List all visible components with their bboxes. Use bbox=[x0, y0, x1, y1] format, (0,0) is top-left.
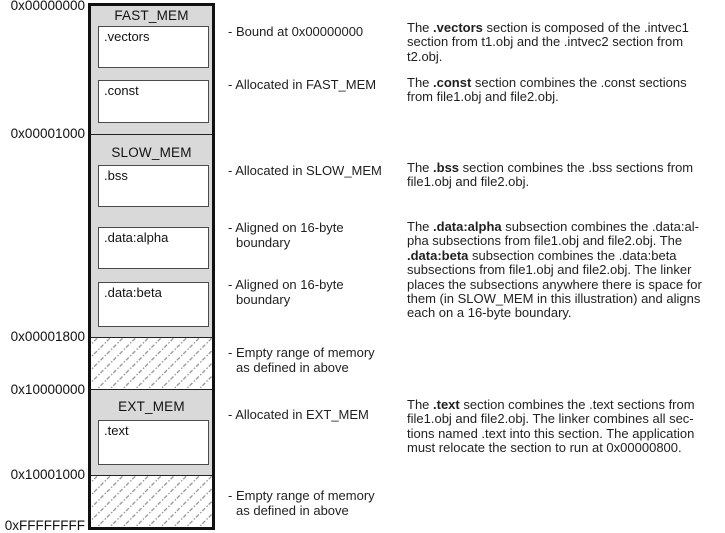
note-aligned-16-byte: - Aligned on 16-byte boundary bbox=[228, 277, 344, 307]
paragraph-bss: The .bss section combines the .bss secti… bbox=[407, 160, 694, 190]
paragraph-text-section: The .text section combines the .text sec… bbox=[407, 397, 695, 456]
note-bound-address: - Bound at 0x00000000 bbox=[228, 24, 364, 39]
empty-memory-hatch bbox=[91, 475, 212, 527]
section-box-data-beta: .data:beta bbox=[98, 282, 209, 327]
address-label: 0x00000000 bbox=[10, 0, 85, 13]
address-label: 0x10000000 bbox=[10, 382, 85, 397]
hatch-pattern bbox=[91, 476, 212, 527]
note-allocated-slow-mem: - Allocated in SLOW_MEM bbox=[228, 163, 382, 178]
address-label: 0x10001000 bbox=[10, 467, 85, 482]
region-title-slow-mem: SLOW_MEM bbox=[111, 145, 192, 160]
section-box-vectors: .vectors bbox=[98, 26, 209, 68]
region-title-fast-mem: FAST_MEM bbox=[114, 8, 189, 23]
memory-map: FAST_MEM SLOW_MEM EXT_MEM bbox=[88, 3, 215, 530]
note-empty-range: - Empty range of memory as defined in ab… bbox=[228, 488, 375, 518]
paragraph-const: The .const section combines the .const s… bbox=[407, 75, 687, 105]
paragraph-vectors: The .vectors section is composed of the … bbox=[407, 20, 689, 64]
section-box-const: .const bbox=[98, 80, 209, 123]
note-allocated-ext-mem: - Allocated in EXT_MEM bbox=[228, 407, 369, 422]
note-allocated-fast-mem: - Allocated in FAST_MEM bbox=[228, 77, 377, 92]
hatch-pattern bbox=[91, 338, 212, 389]
paragraph-data-subsections: The .data:alpha subsection combines the … bbox=[407, 219, 702, 321]
section-box-bss: .bss bbox=[98, 165, 209, 207]
address-label: 0xFFFFFFFF bbox=[4, 518, 85, 533]
section-box-data-alpha: .data:alpha bbox=[98, 227, 209, 269]
address-label: 0x00001000 bbox=[10, 126, 85, 141]
region-title-ext-mem: EXT_MEM bbox=[118, 399, 185, 414]
address-label: 0x00001800 bbox=[10, 329, 85, 344]
note-empty-range: - Empty range of memory as defined in ab… bbox=[228, 345, 375, 375]
note-aligned-16-byte: - Aligned on 16-byte boundary bbox=[228, 220, 344, 250]
empty-memory-hatch bbox=[91, 337, 212, 390]
section-box-text: .text bbox=[98, 420, 209, 465]
